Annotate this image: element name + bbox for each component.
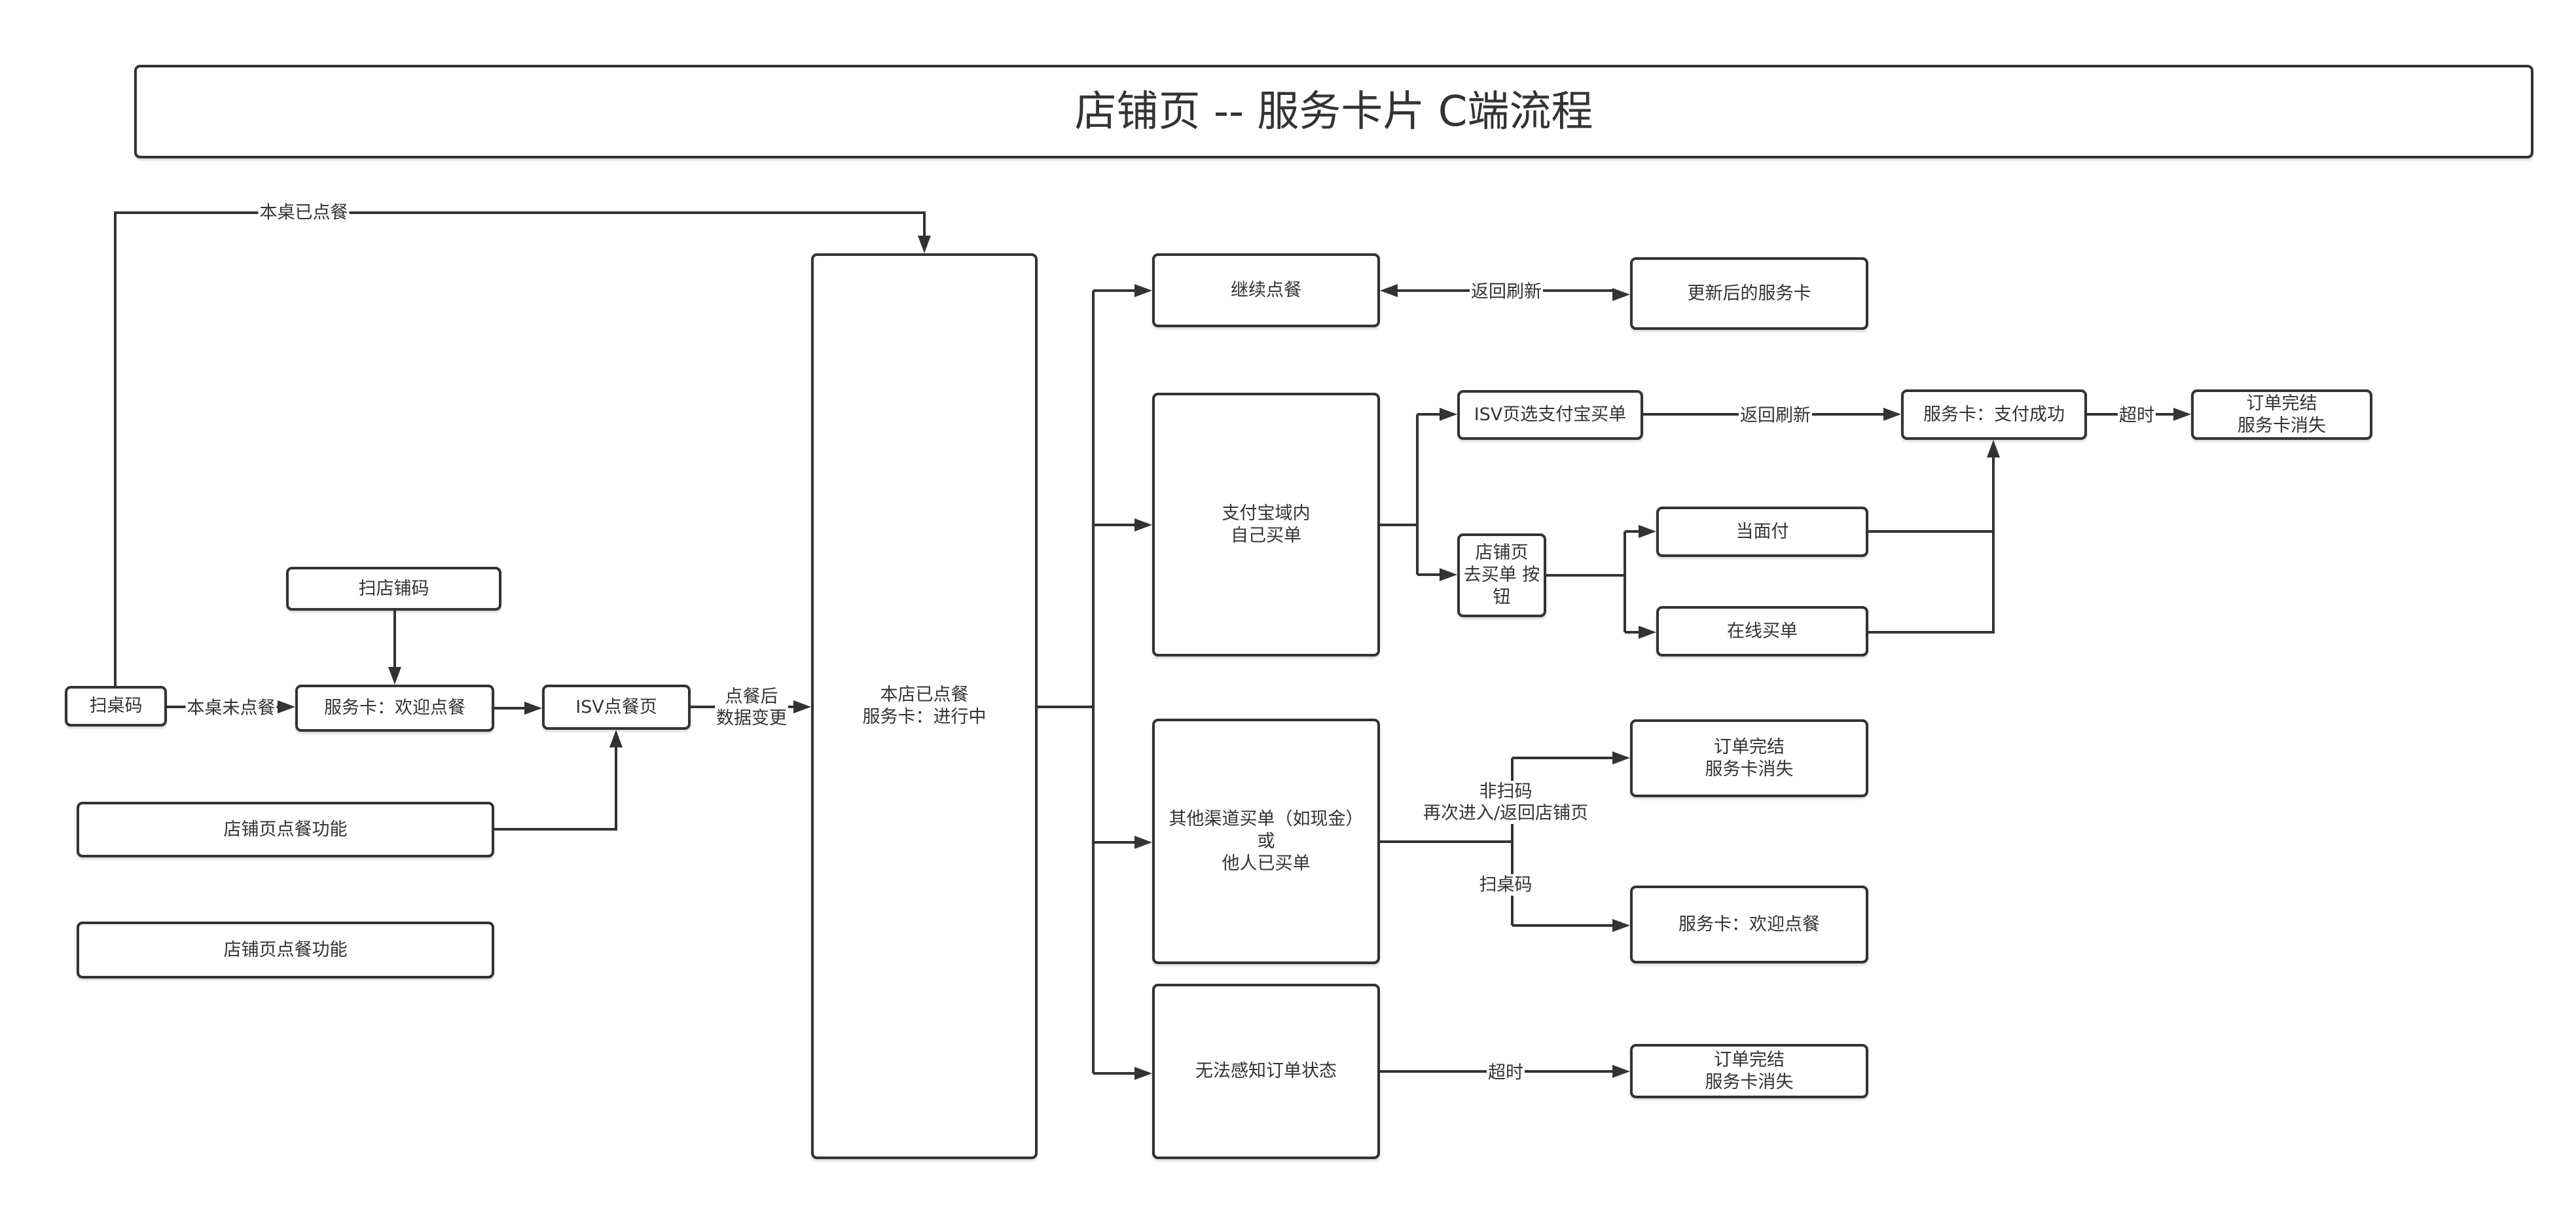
node-store-order-feature[interactable]: 店铺页点餐功能 (77, 802, 494, 857)
edge-label-timeout: 超时 (2118, 404, 2156, 427)
arrowhead-icon (1612, 919, 1630, 932)
node-isv-order-page[interactable]: ISV点餐页 (542, 685, 691, 730)
edge-label-return-refresh: 返回刷新 (1470, 281, 1543, 303)
edge-label-table-already-ordered: 本桌已点餐 (258, 202, 350, 224)
node-online-pay[interactable]: 在线买单 (1656, 606, 1868, 656)
edge-label-scan-table-code: 扫桌码 (1478, 874, 1534, 896)
arrowhead-icon (1134, 518, 1152, 531)
edge-label-table-not-ordered: 本桌未点餐 (185, 697, 277, 719)
edge-table-already-ordered (114, 211, 926, 686)
arrowhead-icon (1612, 751, 1630, 764)
node-order-done[interactable]: 订单完结 服务卡消失 (1630, 719, 1868, 797)
node-scan-table[interactable]: 扫桌码 (65, 686, 167, 727)
page-title: 店铺页 -- 服务卡片 C端流程 (134, 65, 2533, 158)
edge-label-timeout: 超时 (1487, 1062, 1525, 1084)
node-face-to-face-pay[interactable]: 当面付 (1656, 507, 1868, 557)
node-continue-ordering[interactable]: 继续点餐 (1152, 253, 1380, 327)
arrowhead-icon (1612, 288, 1630, 301)
arrowhead-icon (1440, 568, 1457, 581)
node-order-done[interactable]: 订单完结 服务卡消失 (1630, 1044, 1868, 1098)
arrowhead-icon (1134, 836, 1152, 849)
arrowhead-icon (609, 730, 623, 747)
arrowhead-icon (1883, 408, 1901, 421)
node-alipay-self-pay[interactable]: 支付宝域内 自己买单 (1152, 393, 1380, 656)
node-updated-card[interactable]: 更新后的服务卡 (1630, 257, 1868, 330)
arrowhead-icon (524, 702, 542, 715)
edge-label-after-order-data-change: 点餐后 数据变更 (715, 686, 788, 729)
node-order-status-unknown[interactable]: 无法感知订单状态 (1152, 984, 1380, 1159)
node-ordered-in-progress[interactable]: 本店已点餐 服务卡：进行中 (811, 253, 1038, 1159)
edge-label-return-refresh: 返回刷新 (1739, 404, 1812, 427)
arrowhead-icon (1134, 284, 1152, 297)
node-card-welcome[interactable]: 服务卡：欢迎点餐 (295, 685, 494, 732)
node-card-welcome[interactable]: 服务卡：欢迎点餐 (1630, 886, 1868, 963)
arrowhead-icon (1639, 626, 1656, 639)
arrowhead-icon (793, 700, 811, 713)
arrowhead-icon (278, 700, 295, 713)
arrowhead-icon (1380, 284, 1398, 297)
node-card-pay-success[interactable]: 服务卡：支付成功 (1901, 389, 2087, 440)
arrowhead-icon (1639, 525, 1656, 538)
node-other-channel-pay[interactable]: 其他渠道买单（如现金） 或 他人已买单 (1152, 719, 1380, 964)
node-order-done[interactable]: 订单完结 服务卡消失 (2191, 389, 2372, 440)
arrowhead-icon (388, 667, 401, 685)
arrowhead-icon (1987, 440, 2000, 458)
node-store-pay-button[interactable]: 店铺页 去买单 按钮 (1457, 533, 1546, 617)
arrowhead-icon (1612, 1065, 1630, 1078)
node-scan-store-code[interactable]: 扫店铺码 (286, 567, 501, 611)
edge-label-non-scan-reenter: 非扫码 再次进入/返回店铺页 (1421, 781, 1590, 824)
arrowhead-icon (2173, 408, 2191, 421)
arrowhead-icon (1440, 408, 1457, 421)
node-isv-alipay-pay[interactable]: ISV页选支付宝买单 (1457, 390, 1643, 440)
edge-store-feature-to-isv (494, 746, 617, 831)
arrowhead-icon (918, 236, 931, 253)
node-store-order-feature[interactable]: 店铺页点餐功能 (77, 922, 494, 978)
arrowhead-icon (1134, 1067, 1152, 1080)
edge-online-pay-to-success (1868, 456, 1995, 634)
